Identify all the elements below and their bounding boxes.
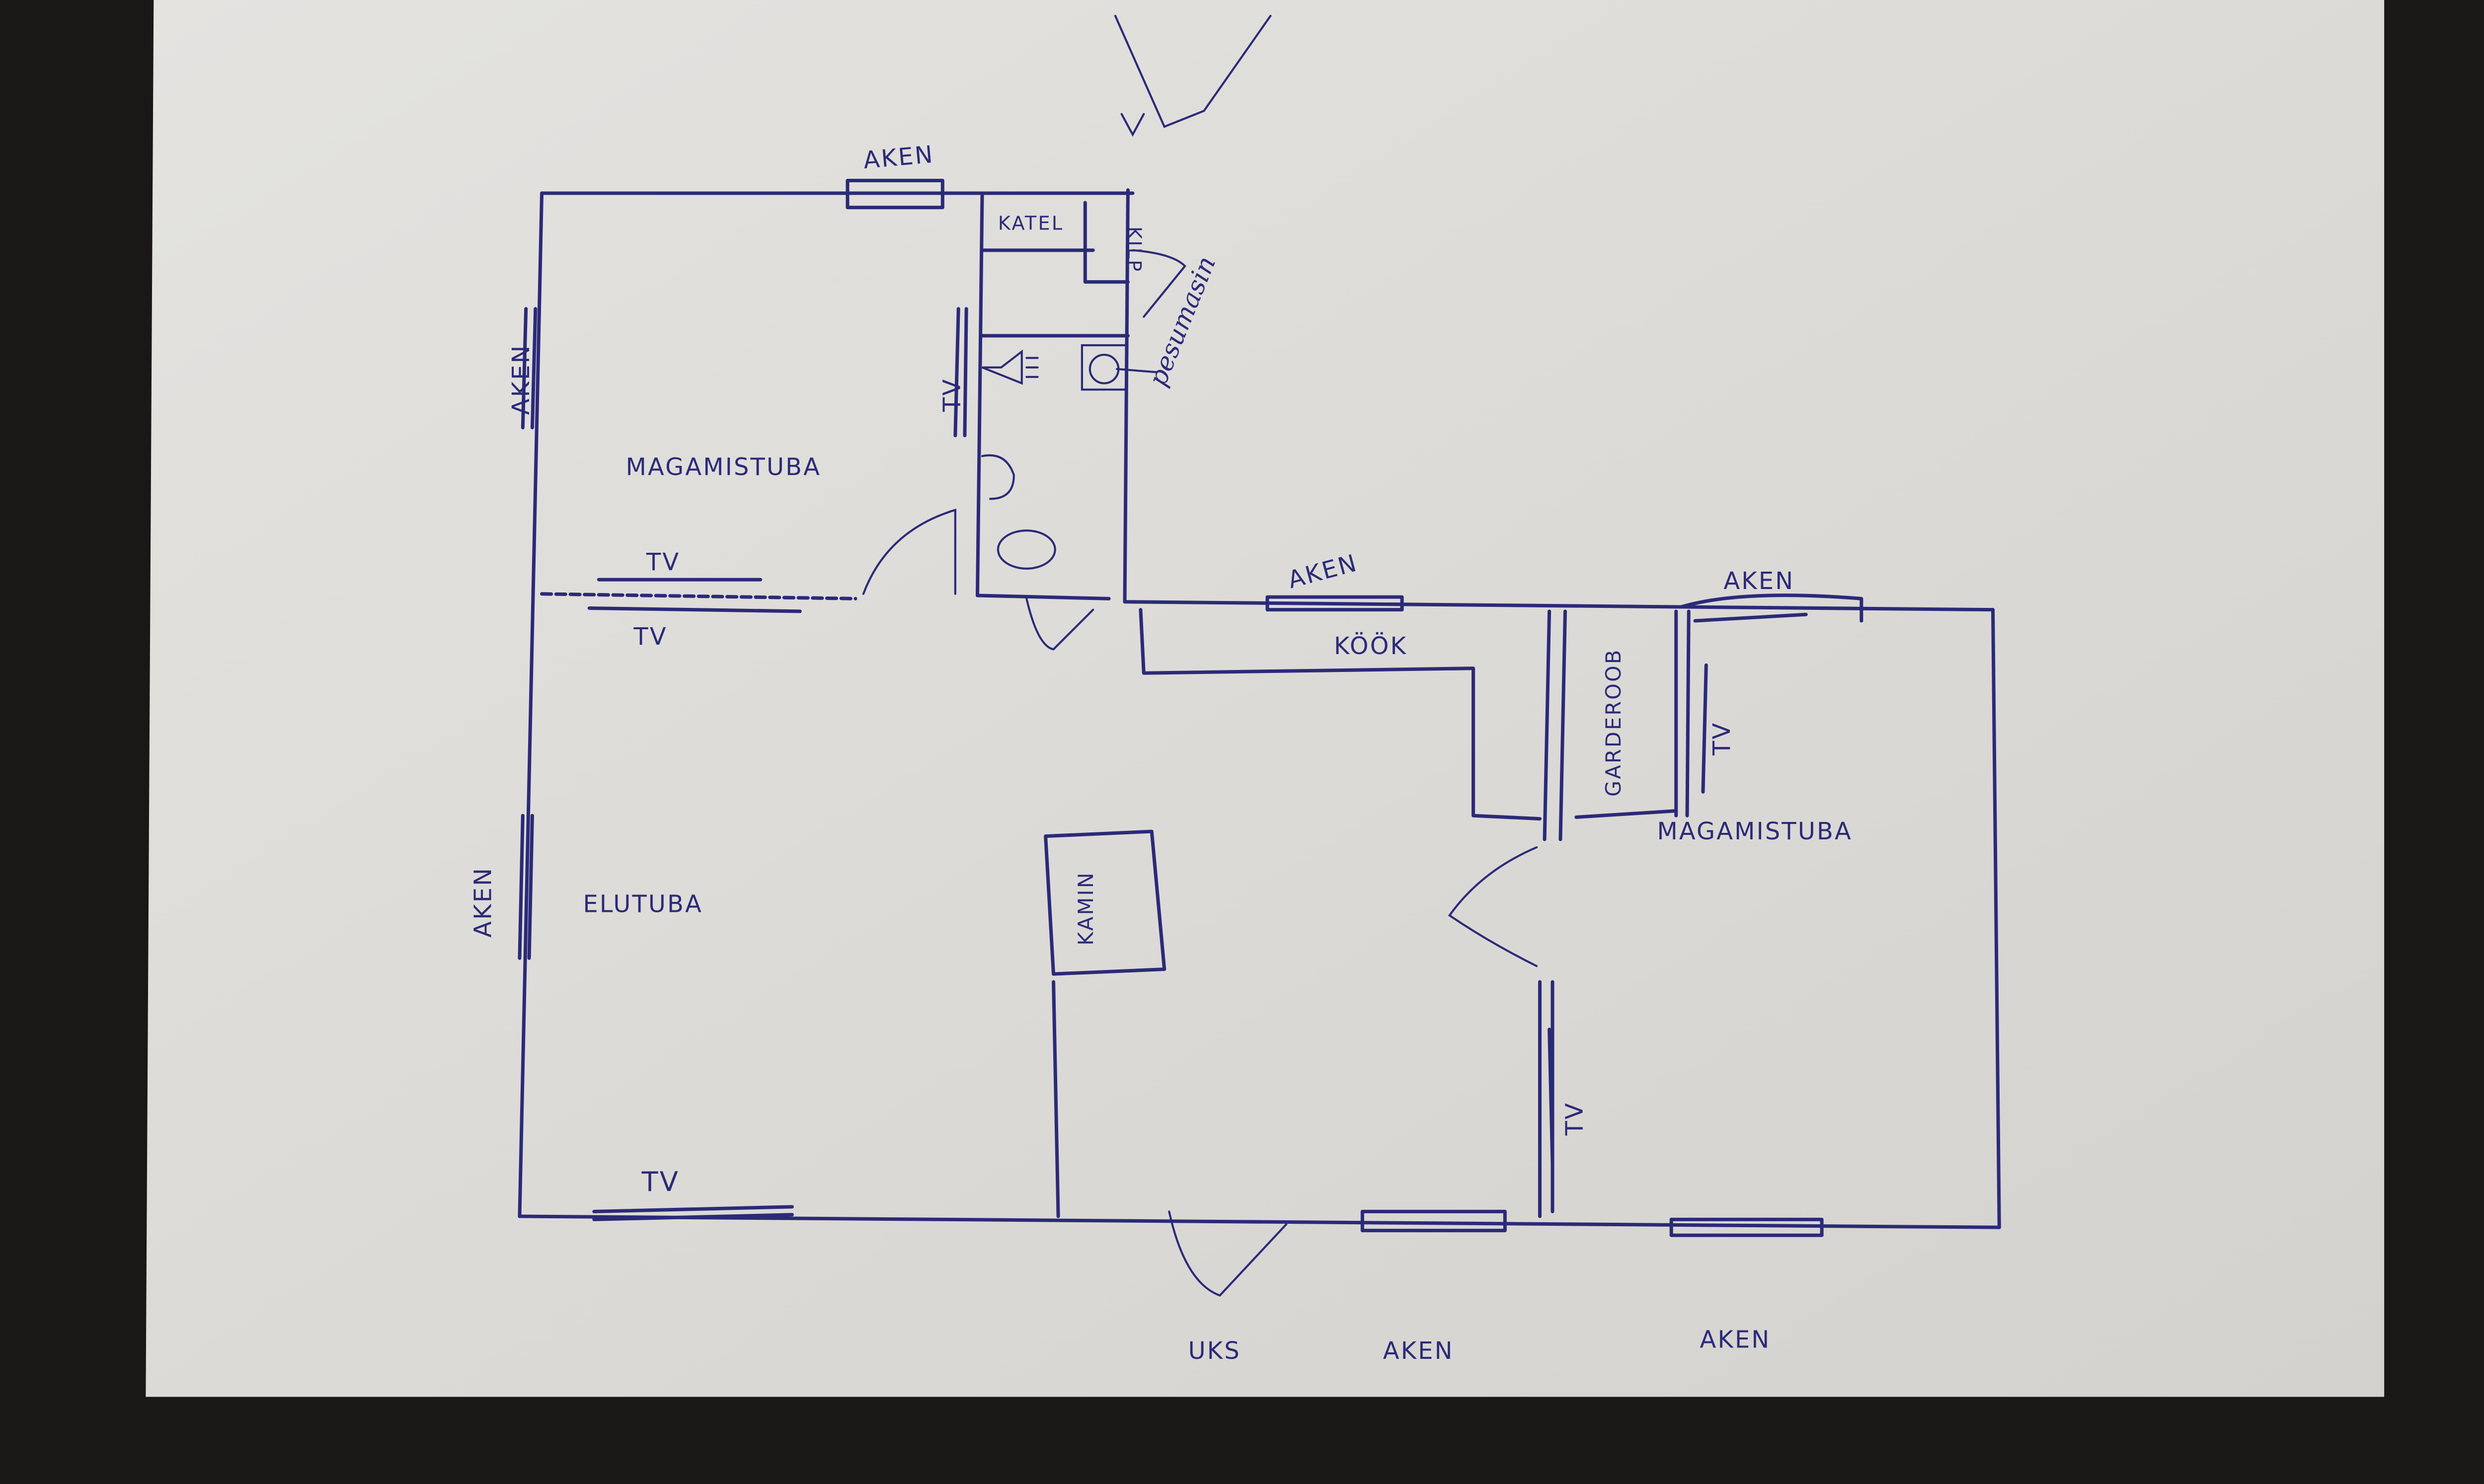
walls bbox=[518, 188, 2001, 1229]
tv-living-wall-label: TV bbox=[1561, 1102, 1589, 1136]
window-top-label: AKEN bbox=[862, 141, 935, 174]
shower-icon bbox=[982, 349, 1039, 385]
window-bottom-right-label: AKEN bbox=[1700, 1327, 1771, 1354]
tv-bedroom-left-2-label: TV bbox=[633, 623, 668, 651]
doors bbox=[862, 14, 1538, 1297]
fixtures bbox=[981, 344, 1158, 570]
bedroom-left-label: MAGAMISTUBA bbox=[626, 454, 821, 481]
fireplace-label: KAMIN bbox=[1074, 871, 1098, 946]
living-room-label: ELUTUBA bbox=[583, 891, 703, 918]
cabinet-label: KILP bbox=[1123, 226, 1145, 273]
washing-machine-pointer-line bbox=[1116, 368, 1158, 373]
paper-sheet bbox=[146, 0, 2385, 1397]
door-label: UKS bbox=[1188, 1337, 1241, 1365]
bedroom-right-label: MAGAMISTUBA bbox=[1657, 818, 1852, 845]
washing-machine-icon bbox=[1081, 344, 1128, 391]
boiler-label: KATEL bbox=[998, 212, 1064, 234]
tv-bedroom-right-label: TV bbox=[1708, 722, 1736, 756]
windows bbox=[518, 179, 1863, 1237]
wardrobe-label: GARDEROOB bbox=[1602, 648, 1626, 796]
floor-plan-photo: AKEN AKEN MAGAMISTUBA TV TV KATEL KILP p… bbox=[146, 0, 2385, 1397]
window-left-lower-label: AKEN bbox=[470, 867, 497, 938]
window-bottom-middle-label: AKEN bbox=[1383, 1337, 1454, 1365]
tv-bedroom-left-1-label: TV bbox=[646, 549, 680, 576]
tv-bathroom-wall-label: TV bbox=[938, 378, 966, 412]
toilet-icon bbox=[997, 529, 1056, 570]
sink-icon bbox=[981, 454, 1015, 500]
window-right-top-label: AKEN bbox=[1723, 568, 1794, 595]
kitchen-label: KÖÖK bbox=[1334, 632, 1407, 660]
window-left-upper-label: AKEN bbox=[508, 344, 535, 415]
tv-living-bottom-label: TV bbox=[641, 1166, 680, 1197]
